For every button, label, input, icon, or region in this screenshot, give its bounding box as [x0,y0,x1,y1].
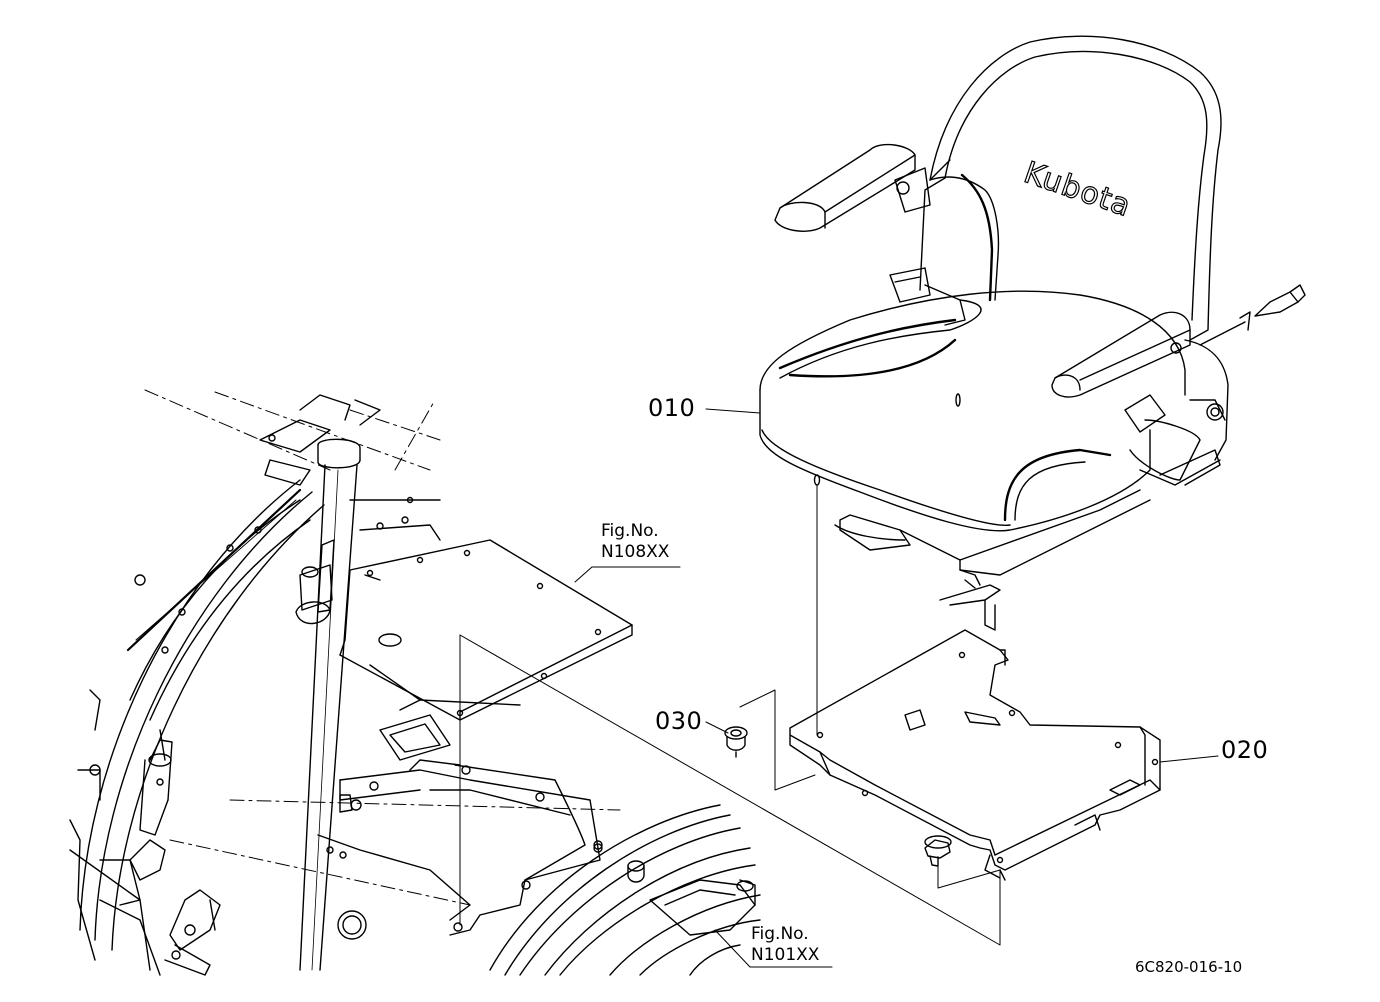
part-number-030: 030 [655,707,703,735]
figure-caption: Fig.No. [751,924,809,944]
figure-reference-n108xx: Fig.No. N108XX [601,521,669,563]
rear-wheel-fender [490,805,760,975]
seat-bracket [790,630,1160,880]
seat-assembly [760,36,1305,630]
assembly-lines [460,409,1218,967]
drawing-code: 6C820-016-10 [1135,958,1243,976]
tractor-frame [70,390,620,975]
part-number-020: 020 [1221,736,1269,764]
grommet [725,727,747,757]
floor-mat [340,540,632,720]
figure-number: N101XX [751,945,820,965]
part-number-010: 010 [648,394,696,422]
figure-number: N108XX [601,542,670,562]
figure-reference-n101xx: Fig.No. N101XX [751,924,819,966]
figure-caption: Fig.No. [601,521,659,541]
